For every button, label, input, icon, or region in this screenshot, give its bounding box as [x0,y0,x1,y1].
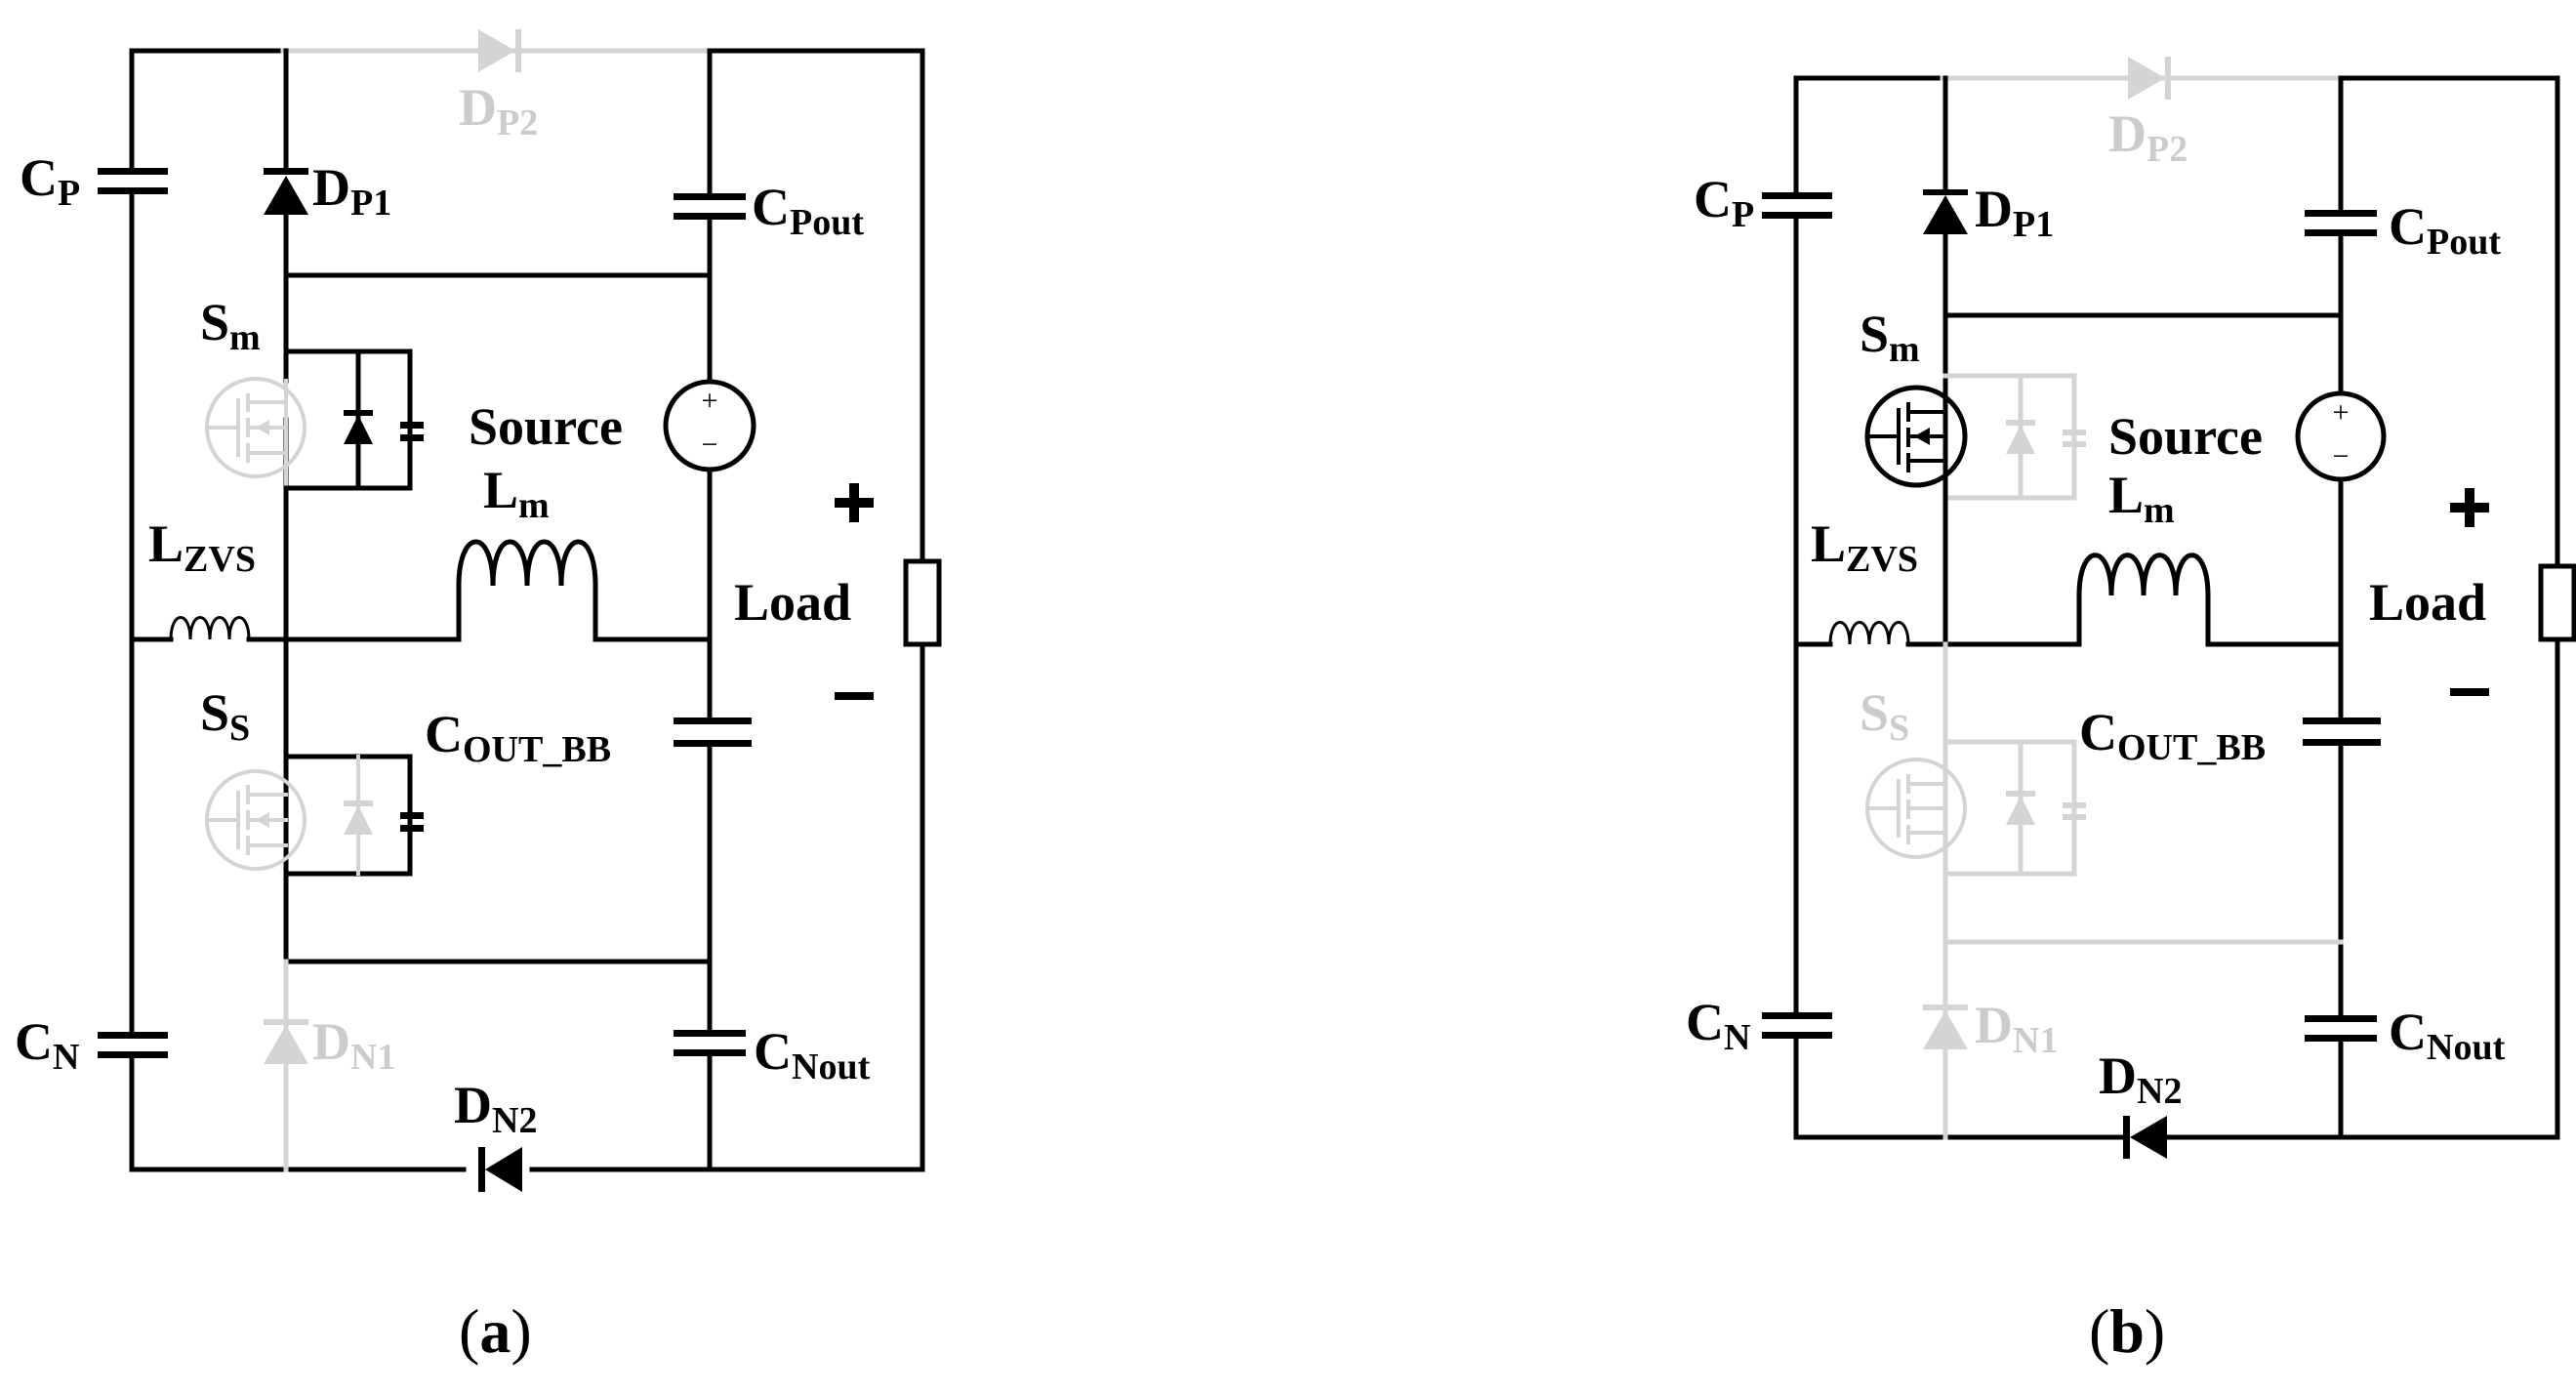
label-dn2: DN2 [454,1076,537,1141]
load-minus-marker-b [2450,688,2489,696]
label-sm-b: Sm [1860,305,1920,370]
capacitor-cnout [674,1030,746,1056]
capacitor-cn [98,1032,168,1058]
label-load-b: Load [2369,573,2486,632]
capacitor-cpout-b [2305,210,2377,236]
label-dp2: DP2 [459,78,538,144]
inductor-lm-b [2076,553,2211,598]
label-dn1: DN1 [312,1012,395,1078]
voltage-source: + − [663,379,756,472]
svg-text:+: + [2333,396,2350,429]
label-cn: CN [15,1012,79,1078]
label-dn1-b: DN1 [1975,996,2058,1061]
diode-dn2-b [2123,1116,2167,1159]
capacitor-sm [400,422,424,441]
label-dn2-b: DN2 [2099,1046,2182,1112]
label-lzvs: LZVS [148,514,256,580]
label-coutbb: COUT_BB [425,705,611,770]
label-dp1: DP1 [312,158,391,224]
svg-text:−: − [702,429,718,461]
diode-dp1 [264,168,308,215]
diode-dn1-b [1923,1004,1968,1049]
svg-text:+: + [702,385,718,417]
diode-dn1 [264,1019,308,1064]
caption-b: (b) [2089,1296,2165,1366]
label-source-b: Source [2108,407,2263,466]
label-cnout-b: CNout [2389,1003,2506,1068]
load-resistor-b [2538,563,2576,642]
capacitor-cp-b [1762,192,1832,219]
mosfet-sm-b [1864,383,1968,491]
label-lzvs-b: LZVS [1811,514,1918,580]
label-ss-b: SS [1860,683,1909,749]
diode-dn2 [478,1147,522,1192]
label-cn-b: CN [1686,993,1750,1058]
load-plus-marker [835,483,874,522]
label-sm: Sm [200,293,261,358]
label-cp: CP [20,148,80,214]
capacitor-ss [400,812,424,832]
voltage-source-b: + − [2295,390,2387,482]
diode-sm-body-b [1942,373,2086,501]
capacitor-cp [98,168,168,194]
mosfet-ss [205,755,373,876]
label-ss: SS [200,683,250,749]
label-coutbb-b: COUT_BB [2079,703,2266,768]
caption-a: (a) [459,1296,532,1366]
svg-text:−: − [2333,440,2350,472]
label-source: Source [469,397,623,456]
label-cp-b: CP [1694,170,1754,235]
load-plus-marker-b [2450,488,2489,527]
inductor-lzvs [169,616,251,641]
label-load: Load [734,573,851,632]
diode-dp2-b [2128,57,2171,100]
load-resistor [903,558,942,647]
diode-dp1-b [1923,189,1968,234]
load-minus-marker [835,692,874,700]
inductor-lzvs-b [1828,621,1910,646]
label-cnout: CNout [754,1022,871,1087]
diode-dp2 [478,29,521,72]
label-lm: Lm [483,461,550,526]
capacitor-cpout [674,193,746,220]
mosfet-sm [205,377,307,490]
label-cpout: CPout [752,178,864,243]
label-dp2-b: DP2 [2108,104,2188,170]
panel-a: + − [15,29,942,1366]
inductor-lm [456,539,598,589]
capacitor-cnout-b [2305,1015,2377,1042]
capacitor-coutbb [674,718,752,747]
label-dp1-b: DP1 [1975,180,2054,245]
capacitor-cn-b [1762,1012,1832,1039]
label-cpout-b: CPout [2389,197,2501,263]
mosfet-ss-b [1865,739,2086,877]
panel-b: + − [1686,57,2576,1366]
label-lm-b: Lm [2108,466,2175,531]
capacitor-coutbb-b [2303,718,2381,746]
diode-sm-body [344,348,373,491]
